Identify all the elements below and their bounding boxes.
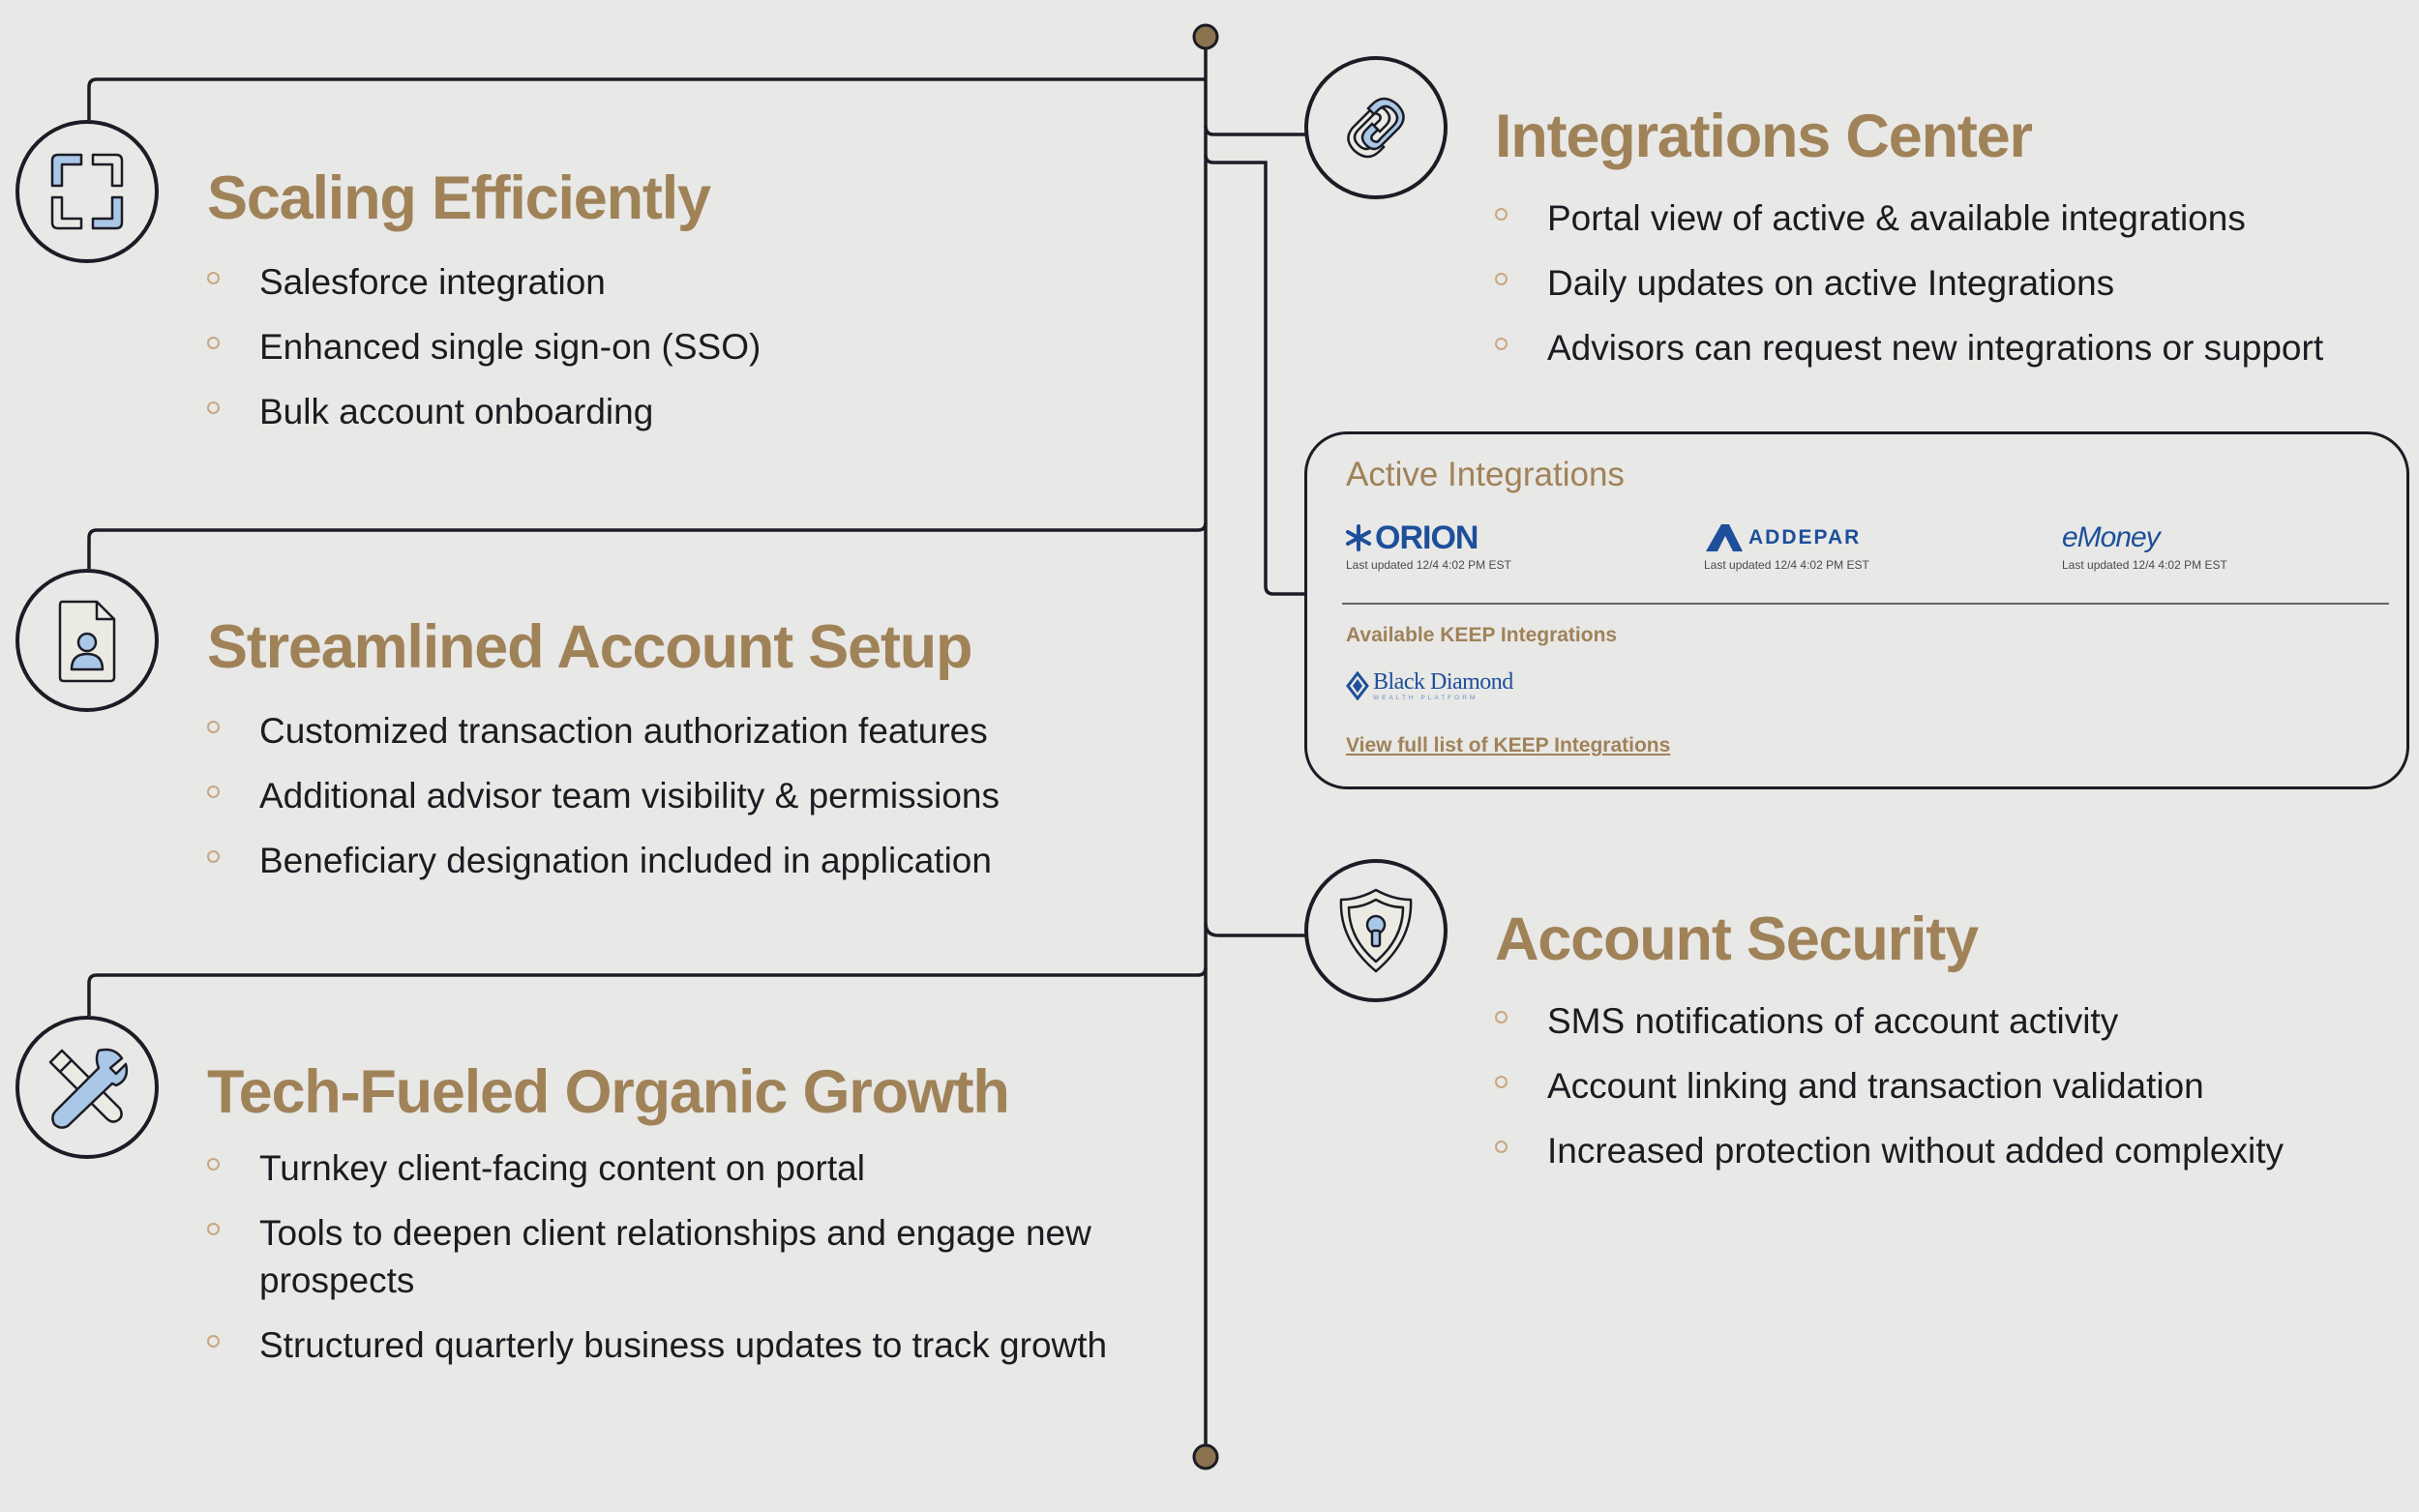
orion-logo: ORION [1344, 519, 1478, 556]
link-icon [1304, 56, 1448, 199]
section-tech: Tech-Fueled Organic Growth Turnkey clien… [207, 1062, 1155, 1369]
feature-item: SMS notifications of account activity [1495, 997, 2284, 1045]
last-updated: Last updated 12/4 4:02 PM EST [2062, 558, 2227, 572]
active-integrations-card: Active Integrations ORION Last updated 1… [1304, 431, 2409, 789]
feature-item: Tools to deepen client relationships and… [207, 1209, 1155, 1304]
black-diamond-text: Black Diamond WEALTH PLATFORM [1373, 670, 1513, 702]
feature-item: Portal view of active & available integr… [1495, 194, 2323, 242]
feature-list: Portal view of active & available integr… [1495, 194, 2323, 371]
addepar-mark-icon [1706, 524, 1743, 551]
feature-item: Account linking and transaction validati… [1495, 1062, 2284, 1110]
timeline-top-dot [1192, 23, 1219, 50]
last-updated: Last updated 12/4 4:02 PM EST [1704, 558, 1869, 572]
view-full-list-link[interactable]: View full list of KEEP Integrations [1346, 734, 1671, 756]
logo-text: eMoney [2062, 521, 2161, 553]
available-integrations-title: Available KEEP Integrations [1346, 624, 1618, 646]
feature-item: Increased protection without added compl… [1495, 1127, 2284, 1174]
section-scaling: Scaling Efficiently Salesforce integrati… [207, 168, 761, 435]
feature-item: Beneficiary designation included in appl… [207, 837, 1000, 884]
logo-subtext: WEALTH PLATFORM [1373, 695, 1478, 701]
section-title: Streamlined Account Setup [207, 613, 972, 681]
feature-list: SMS notifications of account activity Ac… [1495, 997, 2284, 1174]
tools-icon [15, 1016, 159, 1159]
expand-icon [15, 120, 159, 263]
feature-item: Daily updates on active Integrations [1495, 259, 2323, 307]
user-document-icon [15, 569, 159, 712]
feature-item: Additional advisor team visibility & per… [207, 772, 1000, 819]
feature-item: Bulk account onboarding [207, 388, 761, 435]
section-security: Account Security SMS notifications of ac… [1495, 909, 2284, 1174]
orion-asterisk-icon [1346, 524, 1371, 551]
feature-item: Turnkey client-facing content on portal [207, 1144, 1155, 1192]
last-updated: Last updated 12/4 4:02 PM EST [1346, 558, 1511, 572]
shield-lock-icon [1304, 859, 1448, 1002]
feature-item: Enhanced single sign-on (SSO) [207, 323, 761, 371]
section-title: Integrations Center [1495, 103, 2033, 170]
card-divider [1342, 603, 2389, 605]
feature-list: Customized transaction authorization fea… [207, 707, 1000, 884]
addepar-logo: ADDEPAR [1704, 519, 1861, 556]
timeline-bottom-dot [1192, 1443, 1219, 1470]
emoney-logo: eMoney [2062, 519, 2161, 556]
section-title: Tech-Fueled Organic Growth [207, 1058, 1010, 1126]
section-streamlined: Streamlined Account Setup Customized tra… [207, 617, 1000, 884]
feature-item: Customized transaction authorization fea… [207, 707, 1000, 755]
black-diamond-logo: Black Diamond WEALTH PLATFORM [1346, 670, 1513, 702]
diamond-icon [1346, 671, 1369, 701]
logo-text: ADDEPAR [1748, 526, 1862, 548]
logo-text: ORION [1375, 519, 1478, 556]
logo-text: Black Diamond [1373, 669, 1513, 695]
section-integrations: Integrations Center Portal view of activ… [1495, 106, 2323, 371]
section-title: Account Security [1495, 905, 1979, 973]
feature-list: Salesforce integration Enhanced single s… [207, 258, 761, 435]
feature-item: Advisors can request new integrations or… [1495, 324, 2323, 371]
feature-item: Salesforce integration [207, 258, 761, 306]
feature-list: Turnkey client-facing content on portal … [207, 1144, 1155, 1369]
section-title: Scaling Efficiently [207, 164, 711, 232]
feature-item: Structured quarterly business updates to… [207, 1321, 1155, 1369]
card-title: Active Integrations [1346, 456, 1625, 493]
